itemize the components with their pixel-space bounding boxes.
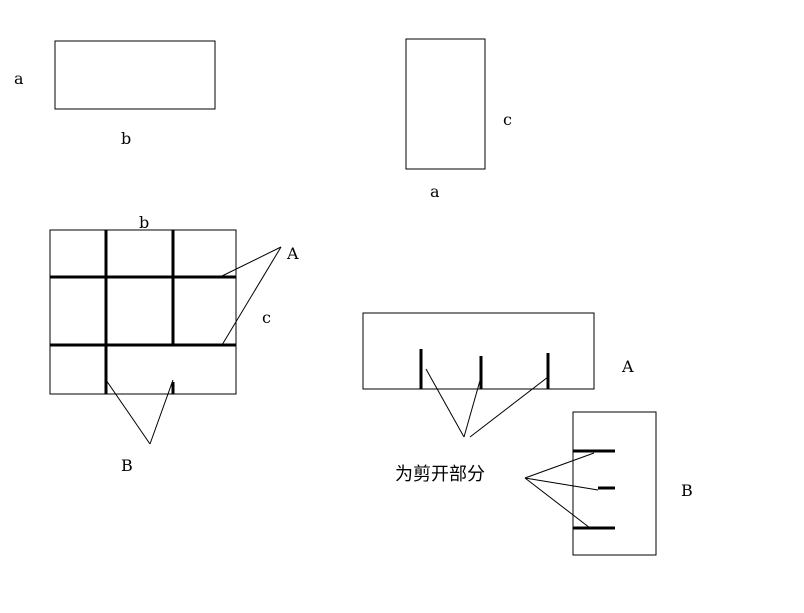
strip-label-A: A (621, 357, 634, 376)
strip-a-leader-1 (425, 368, 465, 438)
grid-label-B: B (121, 456, 133, 475)
strip-a-leader-2 (463, 376, 482, 438)
rect2-label-a: a (430, 182, 440, 201)
rect2-label-c: c (503, 110, 512, 129)
strip-b-outline (572, 411, 657, 556)
rect1-label-b: b (121, 129, 131, 148)
strip-b-figure (524, 411, 657, 556)
strip-b-leader-3 (524, 477, 591, 529)
strip-a-outline (362, 312, 595, 390)
grid-outline (49, 229, 237, 395)
strip-b-leader-1 (524, 452, 595, 479)
grid-leader-a1 (221, 246, 282, 277)
strip-label-B: B (681, 481, 693, 500)
rectangle-a-by-b (54, 40, 216, 110)
grid-leader-a2 (221, 246, 282, 346)
grid-label-c: c (262, 308, 271, 327)
strip-a-figure (362, 312, 595, 438)
cut-note-label: 为剪开部分 (395, 464, 485, 485)
grid-leader-b2 (149, 379, 174, 445)
rect1-label-a: a (14, 69, 24, 88)
grid-label-b: b (139, 213, 149, 232)
rectangle-a-by-c (405, 38, 486, 170)
strip-b-leader-2 (524, 477, 599, 491)
grid-figure (49, 229, 282, 445)
grid-label-A: A (286, 244, 299, 263)
strip-a-leader-3 (469, 376, 549, 438)
grid-leader-b1 (105, 379, 151, 445)
